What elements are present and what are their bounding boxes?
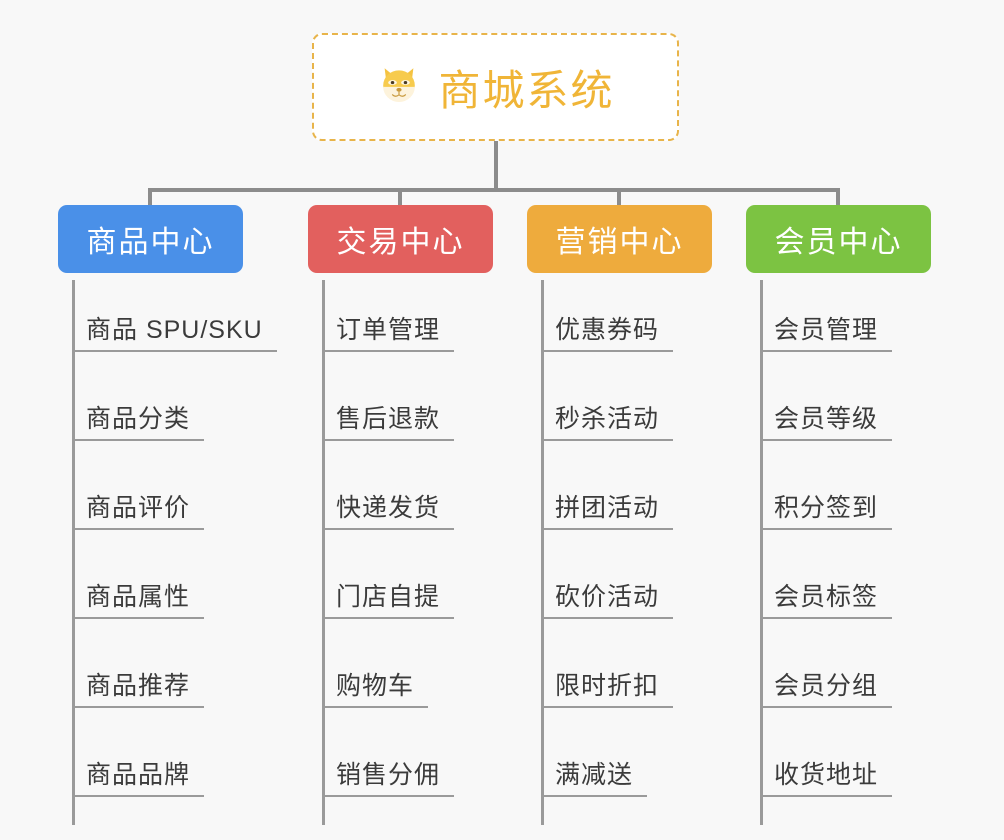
root-title: 商城系统 (438, 66, 615, 114)
leaf-label: 订单管理 (336, 316, 441, 344)
leaf-label: 商品 SPU/SKU (86, 316, 263, 344)
leaf-item[interactable]: 拼团活动 (541, 488, 674, 530)
leaf-item[interactable]: 售后退款 (322, 399, 455, 441)
leaf-item[interactable]: 商品品牌 (72, 755, 205, 797)
leaf-item[interactable]: 秒杀活动 (541, 399, 674, 441)
leaf-label: 商品评价 (86, 494, 191, 522)
leaf-underline (760, 706, 893, 708)
leaf-underline (72, 795, 205, 797)
leaf-underline (72, 617, 205, 619)
branch-spine-3 (541, 280, 544, 825)
branch-header-3[interactable]: 营销中心 (527, 205, 712, 273)
leaf-underline (760, 439, 893, 441)
leaf-underline (322, 795, 455, 797)
leaf-label: 商品推荐 (86, 672, 191, 700)
connector-drop-1 (148, 188, 152, 208)
branch-spine-1 (72, 280, 75, 825)
leaf-underline (322, 350, 455, 352)
leaf-item[interactable]: 商品评价 (72, 488, 205, 530)
leaf-label: 门店自提 (336, 583, 441, 611)
leaf-underline (322, 439, 455, 441)
connector-drop-4 (836, 188, 840, 208)
shiba-dog-icon (376, 61, 422, 114)
leaf-label: 商品属性 (86, 583, 191, 611)
leaf-underline (760, 350, 893, 352)
leaf-item[interactable]: 商品 SPU/SKU (72, 310, 277, 352)
branch-spine-4 (760, 280, 763, 825)
leaf-item[interactable]: 限时折扣 (541, 666, 674, 708)
leaf-label: 商品分类 (86, 405, 191, 433)
branch-header-4[interactable]: 会员中心 (746, 205, 931, 273)
leaf-label: 购物车 (336, 672, 415, 700)
connector-drop-2 (398, 188, 402, 208)
leaf-label: 销售分佣 (336, 761, 441, 789)
leaf-underline (541, 439, 674, 441)
branch-spine-2 (322, 280, 325, 825)
leaf-underline (322, 528, 455, 530)
leaf-item[interactable]: 会员等级 (760, 399, 893, 441)
leaf-item[interactable]: 销售分佣 (322, 755, 455, 797)
leaf-underline (541, 795, 648, 797)
branch-header-2[interactable]: 交易中心 (308, 205, 493, 273)
leaf-item[interactable]: 订单管理 (322, 310, 455, 352)
leaf-item[interactable]: 优惠券码 (541, 310, 674, 352)
leaf-underline (72, 439, 205, 441)
leaf-underline (72, 350, 277, 352)
root-node[interactable]: 商城系统 (312, 33, 679, 141)
leaf-label: 商品品牌 (86, 761, 191, 789)
leaf-label: 限时折扣 (555, 672, 660, 700)
leaf-item[interactable]: 收货地址 (760, 755, 893, 797)
leaf-underline (760, 528, 893, 530)
leaf-underline (760, 795, 893, 797)
connector-drop-3 (617, 188, 621, 208)
leaf-item[interactable]: 门店自提 (322, 577, 455, 619)
leaf-label: 砍价活动 (555, 583, 660, 611)
leaf-label: 会员管理 (774, 316, 879, 344)
leaf-label: 会员分组 (774, 672, 879, 700)
leaf-underline (72, 528, 205, 530)
leaf-item[interactable]: 购物车 (322, 666, 429, 708)
leaf-label: 满减送 (555, 761, 634, 789)
leaf-label: 拼团活动 (555, 494, 660, 522)
leaf-underline (541, 617, 674, 619)
branch-header-1[interactable]: 商品中心 (58, 205, 243, 273)
branch-header-label-3: 营销中心 (555, 226, 684, 259)
leaf-item[interactable]: 砍价活动 (541, 577, 674, 619)
connector-horizontal-bus (150, 188, 840, 192)
leaf-item[interactable]: 快递发货 (322, 488, 455, 530)
leaf-item[interactable]: 会员分组 (760, 666, 893, 708)
leaf-label: 售后退款 (336, 405, 441, 433)
branch-header-label-2: 交易中心 (336, 226, 465, 259)
leaf-underline (541, 528, 674, 530)
leaf-item[interactable]: 会员管理 (760, 310, 893, 352)
leaf-underline (541, 706, 674, 708)
leaf-label: 会员标签 (774, 583, 879, 611)
leaf-item[interactable]: 商品推荐 (72, 666, 205, 708)
leaf-item[interactable]: 积分签到 (760, 488, 893, 530)
leaf-label: 秒杀活动 (555, 405, 660, 433)
leaf-underline (760, 617, 893, 619)
leaf-label: 优惠券码 (555, 316, 660, 344)
leaf-label: 积分签到 (774, 494, 879, 522)
branch-header-label-4: 会员中心 (774, 226, 903, 259)
connector-root-stem (494, 141, 498, 191)
leaf-item[interactable]: 会员标签 (760, 577, 893, 619)
branch-header-label-1: 商品中心 (86, 226, 215, 259)
leaf-underline (72, 706, 205, 708)
leaf-underline (322, 706, 429, 708)
leaf-item[interactable]: 满减送 (541, 755, 648, 797)
leaf-item[interactable]: 商品分类 (72, 399, 205, 441)
leaf-underline (322, 617, 455, 619)
leaf-underline (541, 350, 674, 352)
leaf-label: 快递发货 (336, 494, 441, 522)
leaf-item[interactable]: 商品属性 (72, 577, 205, 619)
leaf-label: 收货地址 (774, 761, 879, 789)
leaf-label: 会员等级 (774, 405, 879, 433)
